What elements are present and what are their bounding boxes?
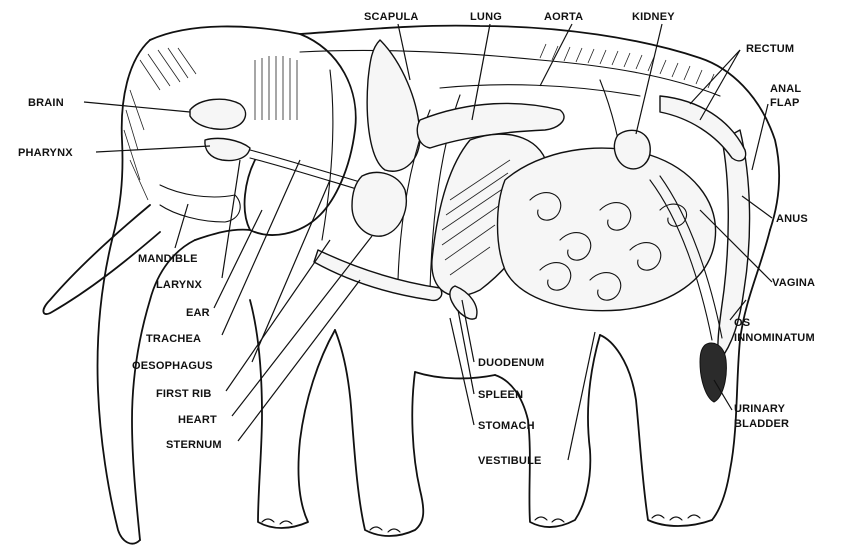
label-urinary-bladder-line2: BLADDER [734, 418, 789, 430]
pharynx-organ [205, 138, 250, 160]
label-vagina: VAGINA [772, 277, 815, 289]
brain-organ [190, 99, 246, 129]
rectum-organ [660, 96, 746, 161]
aorta-vessel [440, 85, 640, 96]
spine [300, 50, 720, 96]
vertebrae-hatching [540, 44, 714, 88]
label-larynx: LARYNX [156, 279, 202, 291]
leader-ear [214, 210, 262, 308]
label-trachea: TRACHEA [146, 333, 201, 345]
toenails [262, 515, 700, 532]
skull-hatching [124, 48, 196, 200]
label-anal-flap-line1: ANAL [770, 83, 801, 95]
label-duodenum: DUODENUM [478, 357, 544, 369]
intestines [498, 148, 716, 311]
leader-pharynx [96, 146, 210, 152]
label-lung: LUNG [470, 11, 502, 23]
first-rib-bone [322, 70, 333, 240]
organs [190, 85, 746, 402]
label-brain: BRAIN [28, 97, 64, 109]
label-rectum: RECTUM [746, 43, 794, 55]
sternum-bone [314, 250, 442, 300]
label-anus: ANUS [776, 213, 808, 225]
label-os-innominatum-line1: OS [734, 317, 750, 329]
leader-heart [232, 236, 372, 416]
leader-anal-flap [752, 104, 768, 170]
label-stomach: STOMACH [478, 420, 535, 432]
label-first-rib: FIRST RIB [156, 388, 212, 400]
label-pharynx: PHARYNX [18, 147, 73, 159]
front-leg-left [250, 300, 335, 528]
leader-vestibule [568, 332, 595, 460]
label-sternum: STERNUM [166, 439, 222, 451]
neck-vertebrae [255, 56, 297, 120]
belly-outline [415, 372, 495, 378]
leader-sternum [238, 280, 360, 441]
leader-first-rib [226, 240, 330, 391]
label-aorta: AORTA [544, 11, 583, 23]
scapula-bone [367, 40, 420, 171]
lower-jaw [195, 230, 250, 240]
head-front [98, 40, 150, 544]
leader-kidney [636, 24, 662, 134]
label-anal-flap-line2: FLAP [770, 97, 800, 109]
leader-aorta [540, 24, 572, 86]
rear-leg-right [600, 335, 712, 526]
leader-mandible [175, 204, 188, 248]
mandible-bone [160, 185, 240, 222]
heart-organ [352, 172, 406, 236]
front-leg-right [335, 330, 423, 536]
label-kidney: KIDNEY [632, 11, 675, 23]
trachea-tube [250, 150, 360, 190]
label-oesophagus: OESOPHAGUS [132, 360, 213, 372]
leader-trachea [222, 160, 300, 335]
kidney-organ [614, 130, 650, 169]
label-ear: EAR [186, 307, 210, 319]
label-heart: HEART [178, 414, 217, 426]
label-os-innominatum-line2: INNOMINATUM [734, 332, 815, 344]
label-urinary-bladder-line1: URINARY [734, 403, 786, 415]
ear-outline [245, 34, 356, 235]
label-scapula: SCAPULA [364, 11, 419, 23]
label-mandible: MANDIBLE [138, 253, 198, 265]
label-vestibule: VESTIBULE [478, 455, 542, 467]
label-spleen: SPLEEN [478, 389, 523, 401]
